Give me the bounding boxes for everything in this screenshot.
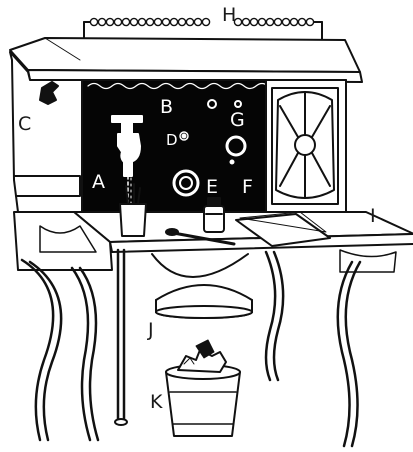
rail-bead <box>250 18 257 25</box>
rail-bead <box>282 18 289 25</box>
bottle <box>204 198 224 232</box>
rail-bead <box>162 18 169 25</box>
label-A: A <box>92 171 105 193</box>
rail-bead <box>98 18 105 25</box>
label-I: I <box>370 205 376 227</box>
hole-G <box>227 137 245 155</box>
basin <box>152 254 252 318</box>
label-J: J <box>147 319 154 341</box>
rail-bead <box>290 18 297 25</box>
rail-bead <box>298 18 305 25</box>
label-F: F <box>242 176 253 198</box>
rail-bead <box>258 18 265 25</box>
cabinet-top <box>10 38 362 82</box>
grille-panel <box>266 80 346 212</box>
rail-bead <box>154 18 161 25</box>
rail-bead <box>194 18 201 25</box>
bucket <box>166 340 240 436</box>
label-B: B <box>160 96 173 118</box>
label-H: H <box>222 4 236 26</box>
rail-bead <box>186 18 193 25</box>
rail-bead <box>242 18 249 25</box>
rail-bead <box>178 18 185 25</box>
rail-bead <box>138 18 145 25</box>
rail-bead <box>122 18 129 25</box>
rail-beads <box>90 18 313 25</box>
rail-bead <box>170 18 177 25</box>
rail-bead <box>106 18 113 25</box>
rail-bead <box>202 18 209 25</box>
rail-bead <box>274 18 281 25</box>
rail-bead <box>90 18 97 25</box>
label-E: E <box>206 176 218 198</box>
rail-bead <box>130 18 137 25</box>
rail-bead <box>146 18 153 25</box>
label-K: K <box>150 391 163 413</box>
rail-bead <box>114 18 121 25</box>
rail-bead <box>266 18 273 25</box>
label-G: G <box>230 109 245 131</box>
label-C: C <box>18 113 31 135</box>
rail-bead <box>306 18 313 25</box>
label-D: D <box>166 131 178 149</box>
